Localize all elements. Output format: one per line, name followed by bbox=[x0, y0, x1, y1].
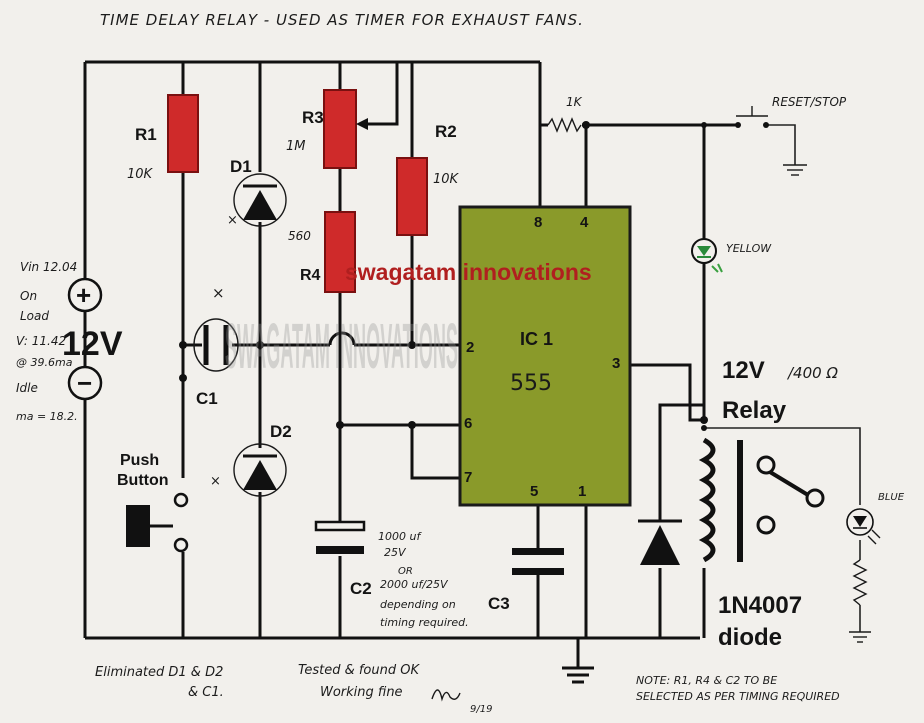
c2-note-5: depending on bbox=[380, 598, 456, 611]
ic-555 bbox=[458, 205, 632, 507]
label-r4: R4 bbox=[300, 267, 321, 284]
label-yellow: YELLOW bbox=[726, 242, 772, 255]
ic-pin-5: 5 bbox=[530, 483, 538, 500]
diode-d2 bbox=[233, 443, 287, 497]
diode-label: diode bbox=[718, 624, 782, 651]
junction-dots bbox=[179, 121, 708, 431]
c2-note-6: timing required. bbox=[380, 616, 469, 629]
cross-mark-d2: × bbox=[210, 474, 221, 489]
resistor-1k bbox=[547, 117, 582, 133]
supply-note-7: ma = 18.2. bbox=[16, 410, 78, 423]
cross-mark-d1: × bbox=[227, 213, 238, 228]
push-button-symbol bbox=[126, 492, 189, 553]
label-r2: R2 bbox=[435, 122, 457, 141]
supply-note-3: Load bbox=[20, 309, 49, 323]
footer-note-2: SELECTED AS PER TIMING REQUIRED bbox=[636, 690, 840, 703]
value-r3: 1M bbox=[286, 139, 306, 154]
led-yellow bbox=[691, 238, 723, 273]
value-r4: 560 bbox=[288, 229, 311, 243]
signature-date: 9/19 bbox=[470, 704, 492, 715]
label-1k: 1K bbox=[566, 95, 583, 109]
circuit-wires bbox=[83, 60, 861, 668]
diode-1n4007 bbox=[638, 519, 682, 565]
footer-eliminated-2: & C1. bbox=[188, 685, 224, 700]
battery-symbol bbox=[67, 270, 103, 410]
ic-pin-2: 2 bbox=[466, 339, 474, 356]
diode-part-number: 1N4007 bbox=[718, 592, 802, 619]
push-button-label-2: Button bbox=[117, 472, 169, 489]
supply-minus: − bbox=[77, 368, 92, 398]
label-c3: C3 bbox=[488, 594, 510, 613]
footer-tested-1: Tested & found OK bbox=[298, 663, 420, 678]
cross-mark-c1: × bbox=[212, 284, 225, 302]
supply-note-6: Idle bbox=[16, 381, 38, 395]
label-blue: BLUE bbox=[878, 492, 905, 503]
supply-note-4: V: 11.42 bbox=[16, 334, 66, 348]
supply-note-5: @ 39.6ma bbox=[16, 356, 73, 369]
resistor-r3 bbox=[323, 89, 357, 169]
ic-pin-4: 4 bbox=[580, 214, 589, 231]
watermark-small: swagatam innovations bbox=[345, 259, 592, 285]
ic-part: 555 bbox=[510, 371, 552, 396]
capacitor-c1 bbox=[193, 318, 239, 372]
pot-wiper-arrow bbox=[356, 118, 368, 130]
value-r1: 10K bbox=[127, 167, 154, 182]
reset-switch-symbol bbox=[735, 106, 769, 128]
c2-note-4: 2000 uf/25V bbox=[380, 578, 449, 591]
label-reset: RESET/STOP bbox=[772, 95, 847, 109]
signature bbox=[431, 689, 461, 702]
resistor-r1 bbox=[167, 94, 199, 173]
ground-symbols bbox=[562, 164, 871, 684]
resistor-r4 bbox=[324, 211, 356, 293]
label-d2: D2 bbox=[270, 422, 292, 441]
value-r2: 10K bbox=[433, 172, 460, 187]
ic-pin-1: 1 bbox=[578, 483, 586, 500]
c2-note-1: 1000 uf bbox=[378, 530, 422, 543]
relay-voltage: 12V bbox=[722, 357, 765, 384]
label-c2: C2 bbox=[350, 579, 372, 598]
footer-eliminated-1: Eliminated D1 & D2 bbox=[95, 665, 223, 680]
capacitor-c3 bbox=[512, 548, 564, 575]
ic-pin-6: 6 bbox=[464, 415, 472, 432]
ic-pin-7: 7 bbox=[464, 469, 472, 486]
led-blue bbox=[846, 508, 881, 545]
relay-label: Relay bbox=[722, 397, 787, 424]
ic-pin-3: 3 bbox=[612, 355, 620, 372]
footer-tested-2: Working fine bbox=[320, 685, 403, 700]
label-c1: C1 bbox=[196, 389, 218, 408]
label-r1: R1 bbox=[135, 125, 157, 144]
supply-note-2: On bbox=[20, 289, 37, 303]
relay-symbol bbox=[698, 437, 825, 563]
footer-note-1: NOTE: R1, R4 & C2 TO BE bbox=[636, 674, 777, 687]
push-button-label-1: Push bbox=[120, 452, 159, 469]
relay-ohms: /400 Ω bbox=[786, 364, 838, 382]
supply-note-1: Vin 12.04 bbox=[20, 260, 77, 274]
capacitor-c2 bbox=[314, 520, 366, 554]
title: TIME DELAY RELAY - USED AS TIMER FOR EXH… bbox=[100, 11, 584, 29]
resistor-r2 bbox=[396, 157, 428, 236]
supply-voltage: 12V bbox=[62, 325, 123, 363]
watermark-large: SWAGATAM INNOVATIONS bbox=[225, 310, 458, 382]
ic-pin-8: 8 bbox=[534, 214, 542, 231]
c2-note-3: OR bbox=[398, 566, 413, 577]
ic-label: IC 1 bbox=[520, 329, 553, 349]
c2-note-2: 25V bbox=[384, 546, 407, 559]
label-r3: R3 bbox=[302, 108, 324, 127]
supply-plus: + bbox=[76, 280, 91, 310]
diode-d1 bbox=[233, 173, 287, 227]
resistor-blue-led bbox=[852, 559, 868, 606]
label-d1: D1 bbox=[230, 157, 252, 176]
